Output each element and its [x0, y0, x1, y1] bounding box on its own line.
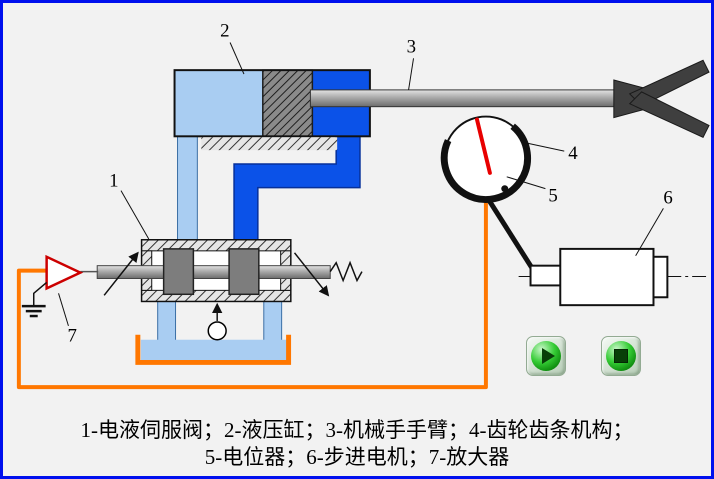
link-rod: [485, 197, 538, 275]
stop-button[interactable]: [601, 336, 641, 376]
motor-shaft-coupling: [529, 264, 564, 287]
oil-tank: [135, 298, 292, 365]
cylinder-mount-hatch: [201, 137, 338, 151]
callout-6: 6: [663, 187, 672, 208]
return-pipe-left: [157, 298, 177, 344]
tank-fluid: [140, 339, 287, 361]
callout-numbers: 1 2 3 4 5 6 7: [67, 21, 672, 347]
leader-7: [58, 293, 69, 327]
stepper-motor: [518, 247, 708, 307]
stop-icon: [614, 349, 628, 363]
pipe-left-light: [177, 130, 198, 244]
potentiometer-needle: [475, 117, 492, 175]
stop-orb: [606, 341, 636, 371]
motor-body: [559, 247, 655, 307]
caption: 1-电液伺服阀；2-液压缸；3-机械手手臂；4-齿轮齿条机构； 5-电位器；6-…: [3, 417, 711, 471]
spool-land-left: [162, 248, 195, 296]
return-spring: [329, 260, 363, 283]
leader-5: [506, 176, 546, 190]
wiper-contact: [501, 185, 509, 193]
caption-line-1: 1-电液伺服阀；2-液压缸；3-机械手手臂；4-齿轮齿条机构；: [80, 418, 634, 442]
amplifier-triangle: [45, 254, 84, 291]
piston-rod: [309, 89, 639, 108]
tank-wall: [135, 334, 292, 365]
play-icon: [541, 348, 555, 364]
callout-5: 5: [548, 186, 557, 207]
callout-leaders: [58, 42, 664, 327]
gear-rack-potentiometer: [440, 115, 538, 275]
pump-symbol: [207, 321, 227, 341]
amplifier: [21, 254, 99, 318]
pipe-right-blue: [233, 133, 361, 244]
leader-4: [527, 142, 565, 152]
potentiometer-track: [440, 123, 532, 203]
motor-end-cap: [652, 255, 669, 299]
solenoid-arrow-left: [103, 251, 139, 296]
valve-wall-top: [141, 239, 292, 252]
leader-3: [408, 58, 415, 90]
valve-wall-bottom: [141, 289, 292, 302]
gripper-lower-jaw: [628, 91, 710, 138]
ground-lead: [32, 281, 48, 307]
leader-2: [229, 42, 245, 75]
servo-valve: [96, 239, 363, 341]
solenoid-arrow-right: [293, 252, 330, 297]
caption-line-2: 5-电位器；6-步进电机；7-放大器: [204, 445, 510, 469]
callout-4: 4: [568, 143, 578, 164]
diagram-canvas: 1 2 3 4 5 6 7: [16, 21, 710, 390]
return-pipe-right: [263, 298, 283, 344]
feedback-wire-path: [16, 197, 488, 390]
leader-1: [120, 190, 150, 240]
callout-2: 2: [220, 21, 229, 42]
play-orb: [531, 341, 561, 371]
leader-6: [635, 208, 664, 257]
callout-3: 3: [407, 36, 416, 57]
play-button[interactable]: [526, 336, 566, 376]
manipulator-arm: [309, 59, 710, 138]
callout-7: 7: [67, 326, 76, 347]
piston: [262, 69, 314, 138]
feedback-wire: [16, 197, 488, 390]
valve-spool-rod: [96, 265, 331, 279]
spool-land-right: [228, 248, 260, 296]
callout-1: 1: [109, 171, 118, 192]
